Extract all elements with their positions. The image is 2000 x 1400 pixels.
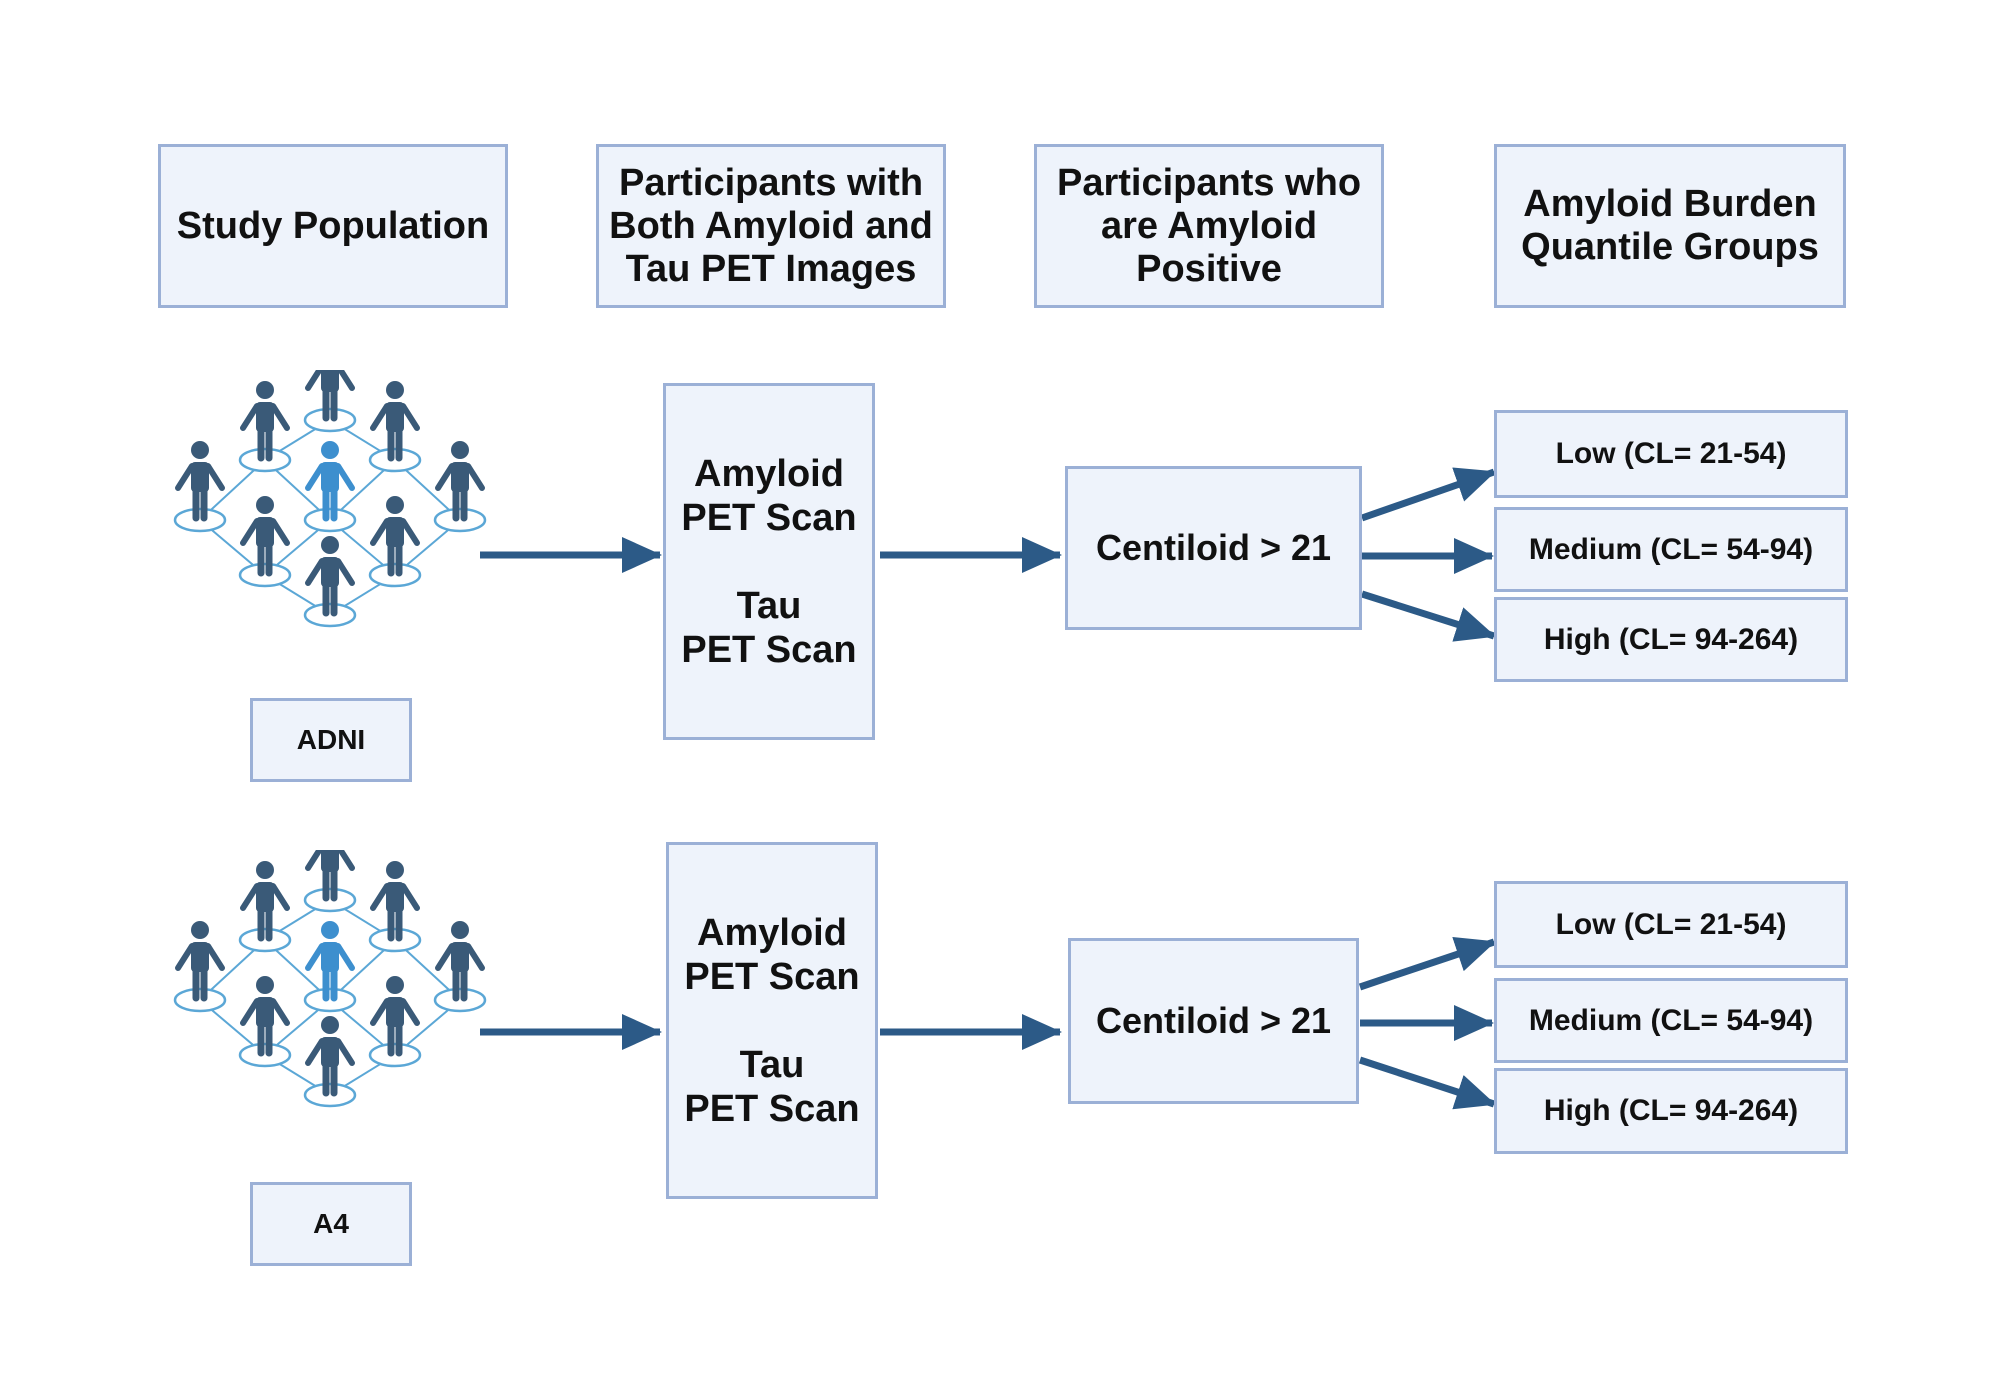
group-low-a4: Low (CL= 21-54) (1494, 881, 1848, 968)
people-network-icon (170, 821, 490, 1160)
person-icon (370, 861, 420, 942)
person-icon (175, 921, 225, 1002)
header-quantile-groups: Amyloid Burden Quantile Groups (1494, 144, 1846, 308)
person-icon (435, 921, 485, 1002)
arrow-adni-to-low (1360, 467, 1496, 522)
arrow-adni-to-high (1360, 590, 1496, 642)
group-low-adni: Low (CL= 21-54) (1494, 410, 1848, 498)
arrow-a4-to-high (1358, 1056, 1496, 1110)
people-network-icon (170, 341, 490, 680)
group-high-a4: High (CL= 94-264) (1494, 1068, 1848, 1154)
person-icon (305, 1016, 355, 1097)
header-both-images: Participants with Both Amyloid and Tau P… (596, 144, 946, 308)
person-icon (435, 441, 485, 522)
person-icon (240, 976, 290, 1057)
person-icon (370, 976, 420, 1057)
person-icon (240, 496, 290, 577)
person-icon (370, 496, 420, 577)
person-icon (240, 861, 290, 942)
cohort-label-adni: ADNI (250, 698, 412, 782)
person-icon (240, 381, 290, 462)
arrow-a4-to-low (1358, 937, 1496, 991)
group-medium-adni: Medium (CL= 54-94) (1494, 507, 1848, 592)
cohort-label-a4: A4 (250, 1182, 412, 1266)
scans-box-a4: Amyloid PET Scan Tau PET Scan (666, 842, 878, 1199)
group-medium-a4: Medium (CL= 54-94) (1494, 978, 1848, 1063)
person-icon (175, 441, 225, 522)
header-amyloid-positive: Participants who are Amyloid Positive (1034, 144, 1384, 308)
criterion-box-adni: Centiloid > 21 (1065, 466, 1362, 630)
person-icon (370, 381, 420, 462)
criterion-box-a4: Centiloid > 21 (1068, 938, 1359, 1104)
scans-box-adni: Amyloid PET Scan Tau PET Scan (663, 383, 875, 740)
person-icon (305, 536, 355, 617)
person-highlight-icon (305, 441, 355, 522)
header-study-population: Study Population (158, 144, 508, 308)
person-highlight-icon (305, 921, 355, 1002)
group-high-adni: High (CL= 94-264) (1494, 597, 1848, 682)
